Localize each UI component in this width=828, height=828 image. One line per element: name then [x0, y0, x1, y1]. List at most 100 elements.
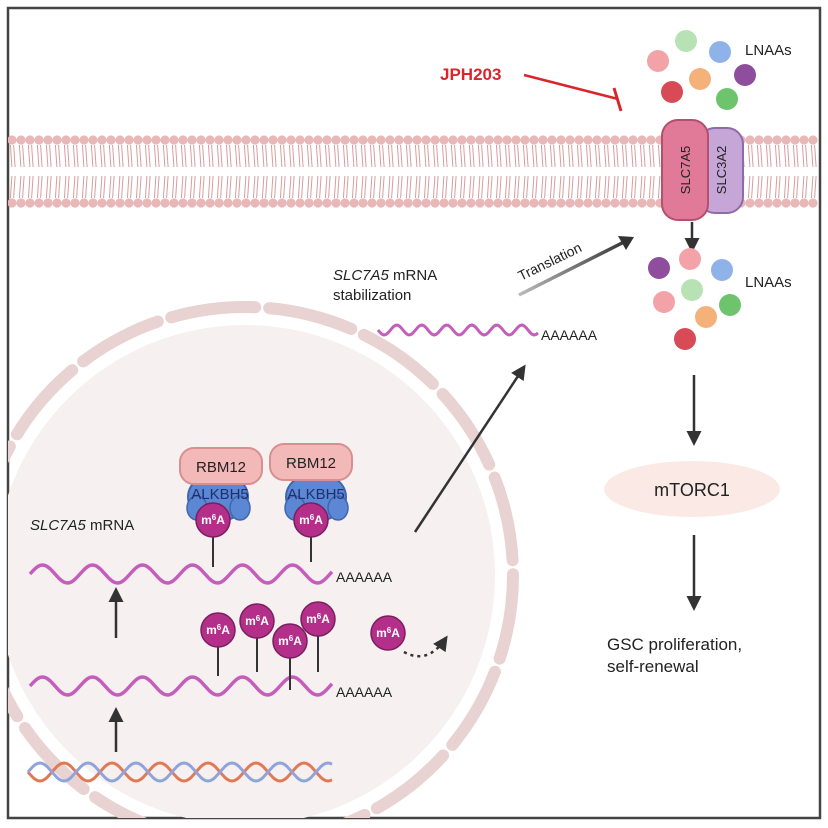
- lipid-head: [457, 198, 467, 208]
- lipid-tail: [423, 144, 427, 168]
- lipid-head: [169, 198, 179, 208]
- lipid-head: [286, 135, 296, 145]
- lipid-tail: [747, 144, 751, 168]
- lipid-tail: [360, 144, 364, 168]
- lipid-tail: [180, 175, 184, 199]
- lipid-head: [97, 198, 107, 208]
- lipid-tail: [49, 175, 52, 199]
- lipid-tail: [522, 144, 526, 168]
- lipid-tail: [396, 144, 400, 168]
- lipid-tail: [571, 175, 574, 199]
- lipid-tail: [342, 175, 346, 199]
- lipid-head: [412, 135, 422, 145]
- svg-text:m6A: m6A: [245, 614, 269, 629]
- amino-acid: [695, 306, 717, 328]
- m6a-mark: [293, 502, 329, 538]
- lipid-head: [268, 198, 278, 208]
- lipid-head: [88, 135, 98, 145]
- lipid-tail: [184, 175, 187, 199]
- lipid-tail: [265, 175, 268, 199]
- lipid-tail: [607, 144, 610, 168]
- lipid-tail: [36, 175, 40, 199]
- lipid-tail: [274, 144, 277, 168]
- amino-acid: [674, 328, 696, 350]
- lipid-tail: [652, 144, 655, 168]
- lipid-tail: [594, 144, 598, 168]
- lipid-tail: [108, 175, 112, 199]
- lipid-head: [511, 198, 521, 208]
- lipid-head: [565, 135, 575, 145]
- lipid-head: [538, 135, 548, 145]
- lipid-tail: [94, 144, 97, 168]
- lipid-tail: [378, 144, 382, 168]
- lipid-head: [484, 198, 494, 208]
- lipid-head: [376, 198, 386, 208]
- lipid-tail: [252, 175, 256, 199]
- lipid-tail: [207, 175, 211, 199]
- lipid-tail: [801, 144, 805, 168]
- lipid-head: [772, 198, 782, 208]
- lipid-tail: [576, 175, 580, 199]
- lipid-tail: [243, 144, 247, 168]
- lipid-head: [484, 135, 494, 145]
- m6a-mark: m6A: [200, 612, 236, 648]
- lipid-head: [151, 135, 161, 145]
- lipid-tail: [769, 175, 772, 199]
- lipid-head: [439, 135, 449, 145]
- lipid-tail: [243, 175, 247, 199]
- lipid-tail: [787, 175, 790, 199]
- lipid-tail: [414, 175, 418, 199]
- lipid-tail: [400, 175, 403, 199]
- lipid-tail: [387, 175, 391, 199]
- lipid-tail: [319, 175, 322, 199]
- inhibition-line: [523, 73, 619, 101]
- lipid-tail: [189, 175, 193, 199]
- lipid-head: [628, 135, 638, 145]
- lipid-tail: [747, 175, 751, 199]
- lipid-head: [304, 135, 314, 145]
- lipid-tail: [261, 144, 265, 168]
- lipid-tail: [657, 144, 661, 168]
- lipid-head: [88, 198, 98, 208]
- lipid-tail: [234, 175, 238, 199]
- lipid-tail: [166, 144, 169, 168]
- lipid-tail: [162, 144, 166, 168]
- alkbh5-label: ALKBH5: [191, 486, 249, 503]
- lipid-head: [403, 198, 413, 208]
- lipid-tail: [612, 144, 616, 168]
- lipid-tail: [787, 144, 790, 168]
- lipid-tail: [472, 144, 475, 168]
- lipid-tail: [585, 144, 589, 168]
- lipid-tail: [562, 144, 565, 168]
- lipid-head: [277, 198, 287, 208]
- lipid-head: [151, 198, 161, 208]
- lipid-tail: [481, 144, 484, 168]
- lipid-head: [277, 135, 287, 145]
- lipid-tail: [760, 175, 763, 199]
- lipid-head: [799, 135, 809, 145]
- lipid-tail: [337, 144, 340, 168]
- lipid-tail: [342, 144, 346, 168]
- lipid-tail: [288, 144, 292, 168]
- lipid-tail: [630, 175, 634, 199]
- lipid-tail: [247, 175, 250, 199]
- lipid-head: [349, 198, 359, 208]
- lipid-head: [160, 198, 170, 208]
- lipid-tail: [513, 144, 517, 168]
- lipid-tail: [409, 144, 412, 168]
- lipid-tail: [54, 144, 58, 168]
- lipid-tail: [364, 144, 367, 168]
- lipid-tail: [9, 144, 13, 168]
- lipid-head: [367, 135, 377, 145]
- lower-polyA-tail: AAAAAA: [336, 684, 393, 700]
- cytoplasmic-mrna: [376, 323, 539, 337]
- lipid-head: [169, 135, 179, 145]
- lipid-tail: [225, 175, 229, 199]
- lipid-tail: [13, 144, 16, 168]
- lipid-tail: [319, 144, 322, 168]
- lipid-tail: [801, 175, 805, 199]
- lipid-head: [493, 198, 503, 208]
- lipid-tail: [31, 144, 34, 168]
- lipid-tail: [468, 175, 472, 199]
- rbm12-protein: [269, 443, 353, 481]
